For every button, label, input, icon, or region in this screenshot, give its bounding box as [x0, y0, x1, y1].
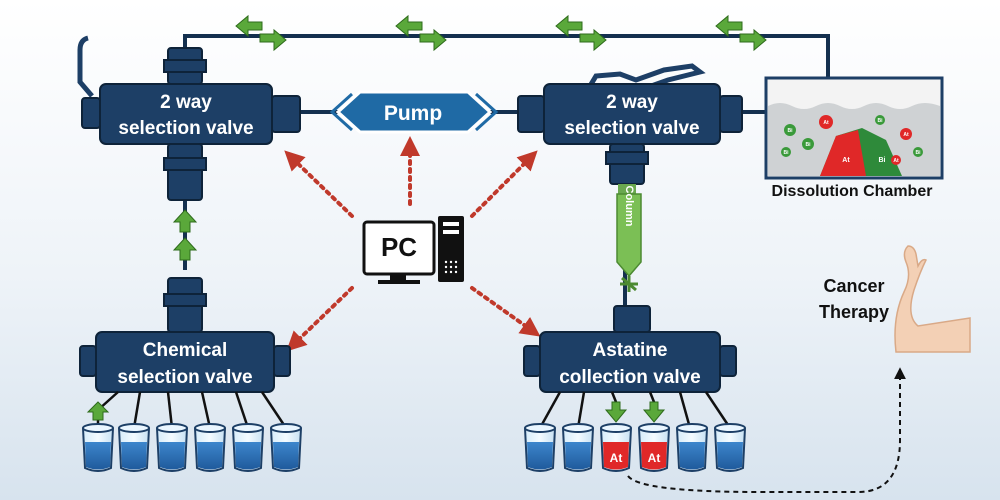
- beaker: [118, 423, 150, 472]
- pc-computer[interactable]: PC: [362, 216, 464, 284]
- delivery-arrow: [627, 367, 906, 493]
- beaker: [562, 423, 594, 472]
- chamber-at-label: At: [842, 157, 850, 164]
- pc-label: PC: [381, 232, 417, 262]
- column-label: Column: [623, 186, 635, 227]
- bubble-label: Bi: [878, 118, 884, 124]
- valve-handle-right: [587, 63, 706, 93]
- bubble-label: At: [903, 132, 909, 138]
- bubble-label: Bi: [784, 150, 790, 156]
- chemical-flow-arrow: [86, 401, 110, 421]
- valve-left-line1: 2 way: [160, 92, 212, 113]
- beaker-at-label: At: [648, 451, 661, 465]
- beaker: [156, 423, 188, 472]
- beaker: [270, 423, 302, 472]
- arm-icon: [894, 245, 971, 353]
- control-signals: [284, 136, 541, 352]
- astatine-valve-line2: collection valve: [559, 367, 701, 388]
- therapy-line2: Therapy: [819, 302, 889, 322]
- column: Column: [616, 184, 642, 292]
- pump-label: Pump: [384, 102, 442, 125]
- chemical-valve-line1: Chemical: [143, 340, 227, 361]
- chamber-bi-label: Bi: [879, 157, 886, 164]
- beaker: [232, 423, 264, 472]
- bubble-label: At: [893, 158, 899, 164]
- chemical-selection-valve[interactable]: Chemical selection valve: [79, 277, 291, 393]
- beakers: At At: [82, 423, 746, 472]
- beaker: [676, 423, 708, 472]
- beaker: [194, 423, 226, 472]
- beaker-at-label: At: [610, 451, 623, 465]
- dissolution-chamber: At Bi Bi At Bi Bi At Bi Bi At Dissolutio…: [764, 76, 944, 200]
- astatine-tubes: [538, 391, 732, 429]
- two-way-valve-right[interactable]: 2 way selection valve: [517, 63, 743, 185]
- bubble-label: Bi: [806, 142, 812, 148]
- astatine-valve-line1: Astatine: [593, 340, 668, 361]
- flow-arrows-left-vertical: [172, 209, 198, 261]
- pump[interactable]: Pump: [329, 90, 499, 134]
- stopcock-icon: [620, 276, 638, 292]
- bubbles: [781, 115, 923, 165]
- chemical-valve-line2: selection valve: [117, 367, 252, 388]
- dissolution-chamber-label: Dissolution Chamber: [772, 183, 933, 200]
- bubble-label: Bi: [788, 128, 794, 134]
- astatine-beaker: At: [638, 423, 670, 472]
- bubble-label: At: [823, 120, 829, 126]
- beaker: [524, 423, 556, 472]
- astatine-beaker: At: [600, 423, 632, 472]
- bubble-label: Bi: [916, 150, 922, 156]
- valve-right-line1: 2 way: [606, 92, 658, 113]
- astatine-flow-arrows: [604, 401, 666, 423]
- valve-handle-left: [77, 35, 94, 98]
- flow-arrows-top: [235, 14, 767, 52]
- therapy-line1: Cancer: [823, 276, 884, 296]
- valve-left-line2: selection valve: [118, 118, 253, 139]
- valve-right-line2: selection valve: [564, 118, 699, 139]
- beaker: [714, 423, 746, 472]
- two-way-valve-left[interactable]: 2 way selection valve: [77, 35, 301, 201]
- astatine-collection-valve[interactable]: Astatine collection valve: [523, 305, 737, 393]
- beaker: [82, 423, 114, 472]
